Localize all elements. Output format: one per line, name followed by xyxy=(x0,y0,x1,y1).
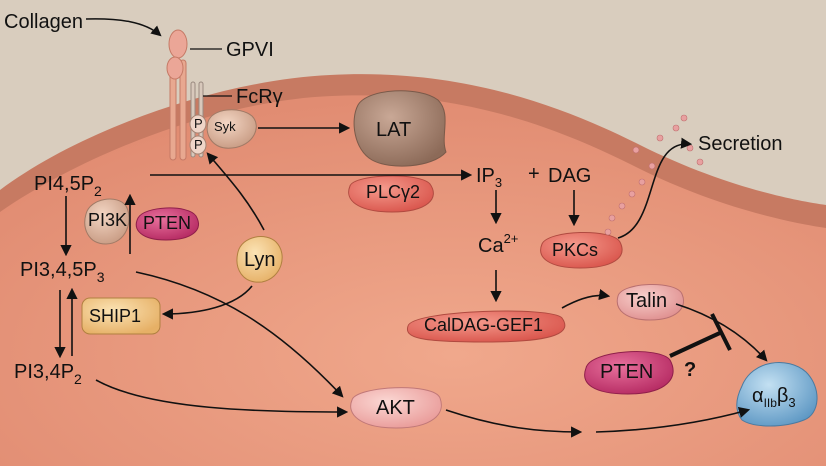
gpvi-label: GPVI xyxy=(226,39,274,61)
collagen-label: Collagen xyxy=(4,11,83,33)
syk-protein xyxy=(206,109,257,149)
pi34p2-label: PI3,4P2 xyxy=(14,361,82,387)
pten-protein-bottom xyxy=(584,351,674,395)
dag-label: DAG xyxy=(548,165,591,187)
pkcs-protein xyxy=(540,232,623,269)
talin-label: Talin xyxy=(626,290,667,312)
phospho-label-1: P xyxy=(194,116,203,131)
pten-protein-top xyxy=(135,207,199,241)
plcg2-protein xyxy=(348,175,434,213)
pi345p3-label: PI3,4,5P3 xyxy=(20,259,105,285)
talin-protein xyxy=(616,284,684,321)
pten-label-bottom: PTEN xyxy=(600,361,653,383)
question-mark: ? xyxy=(684,359,696,381)
secretion-label: Secretion xyxy=(698,133,783,155)
plus-label: + xyxy=(528,163,540,185)
caldag-protein xyxy=(406,310,566,343)
lat-label: LAT xyxy=(376,119,411,141)
plcg2-label: PLCγ2 xyxy=(366,182,420,202)
integrin-label: αIIbβ3 xyxy=(752,385,796,410)
ship1-label: SHIP1 xyxy=(89,306,141,326)
gpvi-receptor xyxy=(166,29,207,161)
caldag-label: CalDAG-GEF1 xyxy=(424,315,543,335)
lyn-protein xyxy=(236,236,283,283)
calcium-label: Ca2+ xyxy=(478,231,518,257)
akt-label: AKT xyxy=(376,397,415,419)
pkcs-label: PKCs xyxy=(552,240,598,260)
syk-label: Syk xyxy=(214,119,236,134)
phospho-label-2: P xyxy=(194,137,203,152)
pten-label-top: PTEN xyxy=(143,213,191,233)
ship1-protein xyxy=(81,297,161,335)
ip3-label: IP3 xyxy=(476,165,502,190)
pathway-arrows xyxy=(54,122,768,438)
pi45p2-label: PI4,5P2 xyxy=(34,173,102,199)
collagen-arrow xyxy=(85,18,162,37)
akt-protein xyxy=(350,387,442,429)
pi3k-label: PI3K xyxy=(88,210,127,230)
pi3k-protein xyxy=(84,198,130,245)
lyn-label: Lyn xyxy=(244,249,276,271)
lat-protein xyxy=(353,90,447,167)
fcr-label: FcRγ xyxy=(236,86,283,108)
pten-inhibition xyxy=(669,313,732,358)
